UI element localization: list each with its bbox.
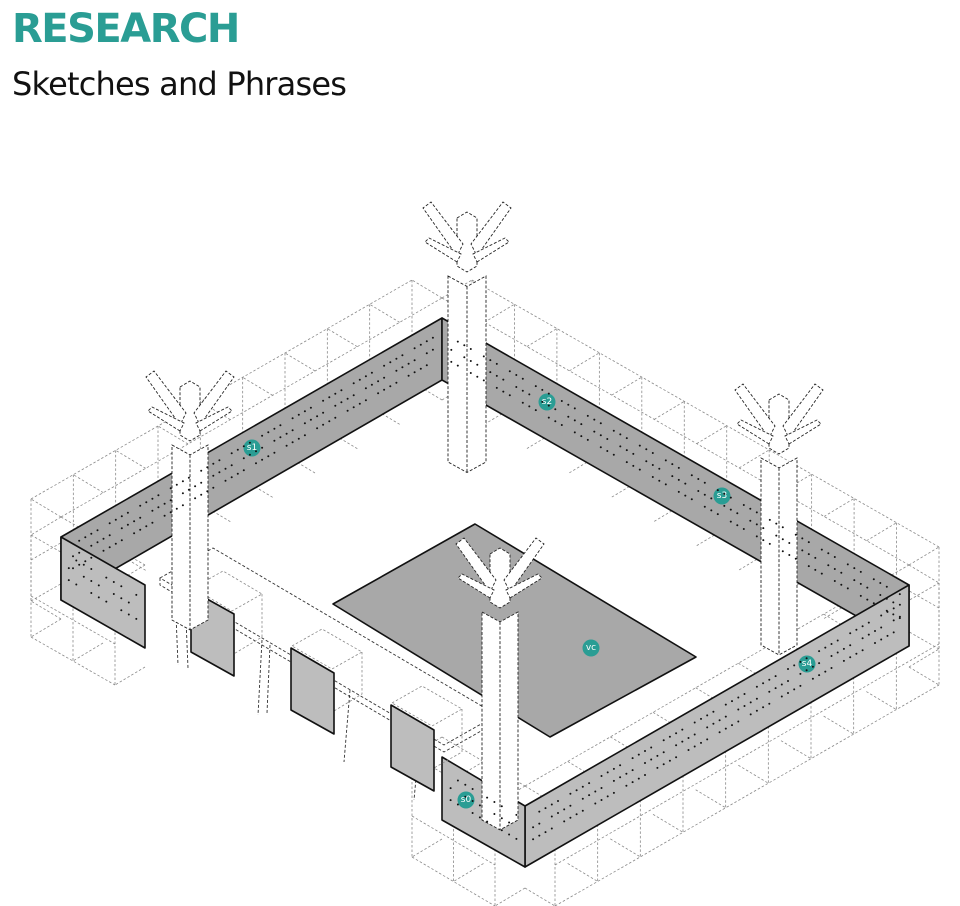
hanging-panel-2 [290, 628, 363, 735]
marker-vc-label: vc [586, 643, 596, 653]
marker-s2-label: s2 [542, 397, 552, 407]
page-subtitle: Sketches and Phrases [12, 65, 347, 103]
wall-left-back [60, 317, 443, 601]
column-center [455, 537, 545, 831]
wall-left-short [60, 536, 146, 649]
marker-s4[interactable]: s4 [798, 655, 816, 673]
marker-s0[interactable]: s0 [457, 791, 475, 809]
marker-s1-label: s1 [247, 443, 257, 453]
marker-s1[interactable]: s1 [243, 439, 261, 457]
column-back [422, 201, 512, 473]
marker-s3[interactable]: s3 [713, 487, 731, 505]
marker-s3-label: s3 [717, 491, 727, 501]
marker-s4-label: s4 [802, 659, 813, 669]
page-title: RESEARCH [12, 6, 240, 52]
hanging-panel-3 [390, 685, 463, 792]
column-left [145, 370, 235, 631]
marker-s2[interactable]: s2 [538, 393, 556, 411]
marker-vc[interactable]: vc [582, 639, 600, 657]
marker-s0-label: s0 [461, 795, 472, 805]
column-right [734, 383, 824, 656]
